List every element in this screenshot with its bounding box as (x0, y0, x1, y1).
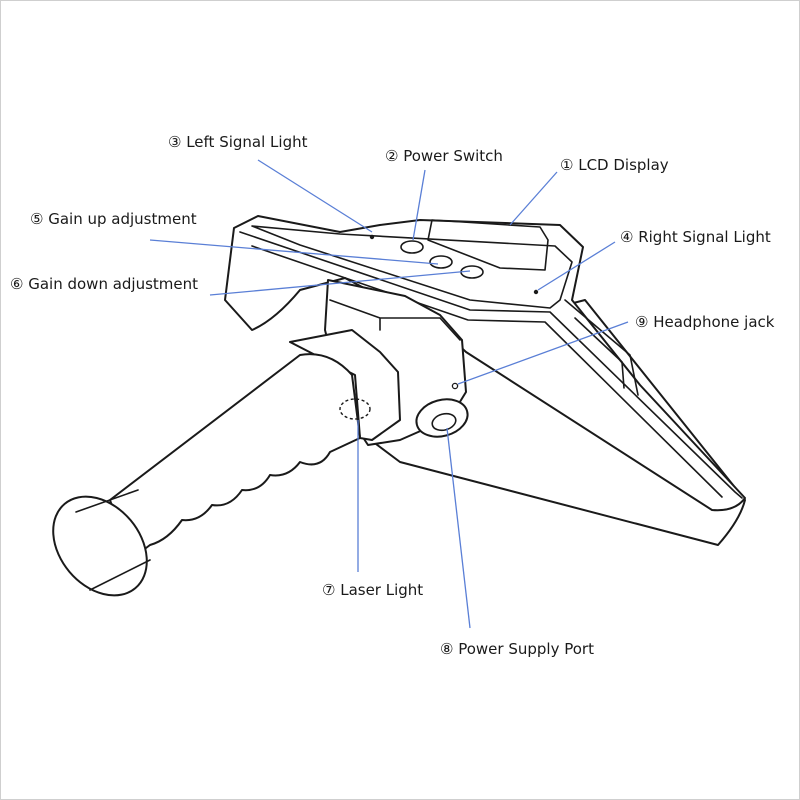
headphone-jack-dot (451, 382, 459, 390)
power-supply-port (415, 398, 469, 438)
end-cap-ring (75, 489, 151, 591)
label-power-switch: ② Power Switch (385, 147, 503, 165)
side-wing (564, 299, 639, 396)
lcd-display (427, 219, 549, 271)
handle-grip (109, 353, 361, 561)
device-illustration (52, 215, 746, 597)
power-supply-port-inner (431, 412, 457, 432)
leader-gain-down (209, 270, 471, 296)
label-gain-up: ⑤ Gain up adjustment (30, 210, 197, 228)
power-switch-button (400, 240, 424, 254)
label-left-signal-light: ③ Left Signal Light (168, 133, 308, 151)
handle-end-cap (52, 495, 148, 597)
labels: ① LCD Display ② Power Switch ③ Left Sign… (10, 133, 775, 658)
right-signal-dot (533, 289, 539, 295)
leader-headphone-jack (457, 321, 629, 385)
front-bevel (239, 231, 743, 499)
laser-light-marker (339, 398, 371, 420)
leader-lcd-display (509, 171, 558, 226)
handle-mount-bevel (329, 299, 461, 341)
label-laser-light: ⑦ Laser Light (322, 581, 423, 599)
leader-left-signal-light (257, 159, 373, 233)
leader-gain-up (149, 239, 439, 265)
label-power-supply-port: ⑧ Power Supply Port (440, 640, 594, 658)
leader-power-supply-port (446, 427, 471, 629)
leader-power-switch (412, 169, 426, 241)
device-head-body (224, 215, 746, 512)
label-gain-down: ⑥ Gain down adjustment (10, 275, 198, 293)
gain-up-button (429, 255, 453, 269)
top-panel (251, 225, 573, 309)
label-lcd-display: ① LCD Display (560, 156, 669, 174)
leader-right-signal-light (537, 241, 616, 291)
leader-lines (149, 159, 629, 629)
label-headphone-jack: ⑨ Headphone jack (635, 313, 775, 331)
label-right-signal-light: ④ Right Signal Light (620, 228, 771, 246)
left-signal-dot (369, 234, 375, 240)
